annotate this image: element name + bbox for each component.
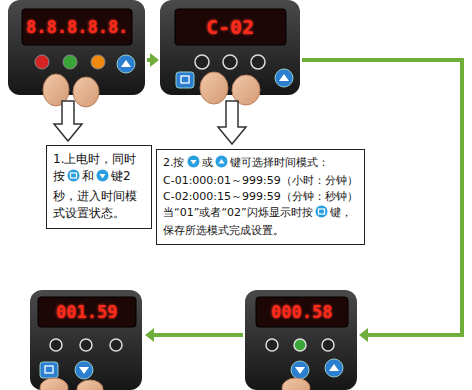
key-icon [96,169,109,187]
led-display-reading: 000.58 [271,302,332,322]
step-text: 和 [82,169,94,183]
step-text: 当“01”或者“02”闪烁显示时按 [163,206,313,219]
flow-arrow [145,53,462,342]
controller-photo [245,290,357,390]
step-text: 2.按 [163,156,185,169]
controller-photo [8,0,145,107]
step-text: C-01:000:01～999:59（小时：分钟） [163,174,358,187]
key-icon [187,155,200,173]
step-text-box: 2.按 或 键可选择时间模式： C-01:000:01～999:59（小时：分钟） C-… [156,149,365,245]
text-line: 保存所选模式完成设置。 [163,223,358,239]
led-display-reading: 001.59 [56,302,117,322]
step-text: C-02:000:15～999:59（分钟：秒钟） [163,190,358,203]
key-icon [315,205,328,223]
step-text: 或 [202,156,213,169]
led-display-reading: 8.8.8.8.8. [26,17,128,37]
hollow-arrow [54,101,246,144]
led-display-reading: C-02 [206,15,254,39]
controller-photo [160,0,300,105]
controller-photo [30,290,142,390]
step-text: 保存所选模式完成设置。 [163,224,284,237]
text-line: 2.按 或 键可选择时间模式： [163,155,358,173]
key-icon [215,155,228,173]
step-text: 键， [330,206,352,219]
text-line: 当“01”或者“02”闪烁显示时按 键， [163,205,358,223]
text-line: C-01:000:01～999:59（小时：分钟） [163,173,358,189]
step-text: 键2秒，进入时间模式设置状态。 [53,169,137,220]
key-icon [67,169,80,187]
text-line: 1.上电时，同时按和键2秒，进入时间模式设置状态。 [53,151,145,223]
step-text-box: 1.上电时，同时按和键2秒，进入时间模式设置状态。 [46,145,152,229]
text-line: C-02:000:15～999:59（分钟：秒钟） [163,189,358,205]
step-text: 键可选择时间模式： [230,156,329,169]
